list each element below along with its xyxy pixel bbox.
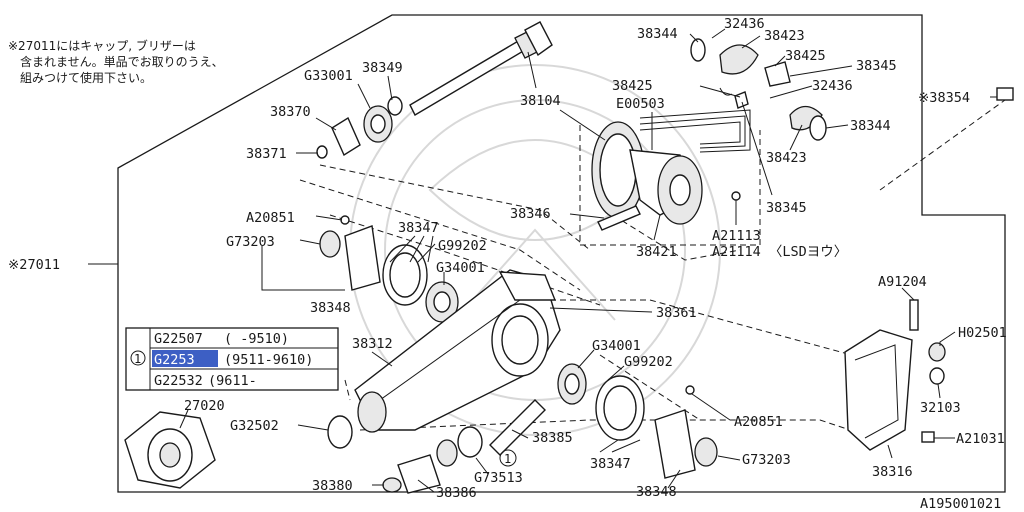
assembly-guides — [299, 99, 1006, 441]
label-38421: 38421 — [636, 244, 677, 260]
label-e00503: E00503 — [616, 96, 665, 112]
label-32436-a: 32436 — [724, 16, 765, 32]
assembly-frame — [117, 14, 1006, 493]
svg-text:※27011にはキャップ, ブリザーは: ※27011にはキャップ, ブリザーは — [8, 38, 196, 53]
diagram-id: A195001021 — [920, 496, 1001, 512]
label-a20851-a: A20851 — [246, 210, 295, 226]
label-27011: ※27011 — [8, 257, 60, 273]
variant-part-3: G22532 — [154, 373, 203, 389]
label-38425-b: 38425 — [612, 78, 653, 94]
label-38347-a: 38347 — [398, 220, 439, 236]
label-38345-b: 38345 — [766, 200, 807, 216]
label-38371: 38371 — [246, 146, 287, 162]
differential-assembly-27020 — [124, 411, 216, 489]
label-38104: 38104 — [520, 93, 561, 109]
variant-range-3: (9611- — [208, 373, 257, 389]
label-38425-a: 38425 — [785, 48, 826, 64]
label-38345-a: 38345 — [856, 58, 897, 74]
variant-part-2[interactable]: G2253 — [154, 352, 195, 368]
label-38370: 38370 — [270, 104, 311, 120]
ref-marker-circle: 1 — [499, 449, 517, 467]
label-38349: 38349 — [362, 60, 403, 76]
variant-range-2: (9511-9610) — [224, 352, 313, 368]
breather — [996, 87, 1014, 101]
variant-marker: 1 — [134, 352, 141, 366]
label-a20851-b: A20851 — [734, 414, 783, 430]
label-38423-b: 38423 — [766, 150, 807, 166]
label-38348-a: 38348 — [310, 300, 351, 316]
drive-pinion-shaft — [409, 21, 553, 116]
label-g73203-b: G73203 — [742, 452, 791, 468]
label-38348-b: 38348 — [636, 484, 677, 500]
label-32103: 32103 — [920, 400, 961, 416]
label-38423-a: 38423 — [764, 28, 805, 44]
label-g34001-b: G34001 — [592, 338, 641, 354]
left-retainer-stack — [319, 215, 459, 323]
svg-text:組みつけて使用下さい。: 組みつけて使用下さい。 — [20, 70, 152, 85]
variant-part-1: G22507 — [154, 331, 203, 347]
label-38346: 38346 — [510, 206, 551, 222]
variant-highlight — [152, 350, 218, 367]
label-h02501: H02501 — [958, 325, 1007, 341]
label-g99202-a: G99202 — [438, 238, 487, 254]
svg-text:1: 1 — [504, 452, 511, 466]
label-38316: 38316 — [872, 464, 913, 480]
label-g32502: G32502 — [230, 418, 279, 434]
label-38385: 38385 — [532, 430, 573, 446]
label-a91204: A91204 — [878, 274, 927, 290]
note: ※27011にはキャップ, ブリザーは 含まれません。単品でお取りのうえ、 組み… — [8, 38, 224, 85]
label-32436-b: 32436 — [812, 78, 853, 94]
label-38312: 38312 — [352, 336, 393, 352]
label-g34001-a: G34001 — [436, 260, 485, 276]
label-g33001: G33001 — [304, 68, 353, 84]
label-g73203-a: G73203 — [226, 234, 275, 250]
label-g99202-b: G99202 — [624, 354, 673, 370]
label-38386: 38386 — [436, 485, 477, 501]
label-38344-a: 38344 — [637, 26, 678, 42]
pinion-bearing-parts — [316, 96, 403, 159]
label-a21114: A21114 〈LSDヨウ〉 — [712, 244, 847, 260]
label-38354: ※38354 — [918, 90, 970, 106]
pinion-guide-lines — [639, 109, 751, 153]
svg-text:含まれません。単品でお取りのうえ、: 含まれません。単品でお取りのうえ、 — [20, 54, 224, 69]
label-38347-b: 38347 — [590, 456, 631, 472]
label-a21113: A21113 — [712, 228, 761, 244]
variant-table: 1 G22507 ( -9510) G2253 (9511-9610) G225… — [125, 327, 339, 391]
label-38344-b: 38344 — [850, 118, 891, 134]
leader-lines — [88, 28, 997, 493]
label-38380: 38380 — [312, 478, 353, 494]
callout-labels: ※27011 ※38354 38344 32436 38423 38425 38… — [8, 16, 1007, 512]
ring-gear-and-case — [591, 121, 741, 225]
right-retainer-stack — [557, 363, 718, 479]
pinion-shaft-pin — [597, 205, 641, 231]
axle-shaft-parts — [327, 399, 546, 494]
label-a21031: A21031 — [956, 431, 1005, 447]
label-27020: 27020 — [184, 398, 225, 414]
label-38361: 38361 — [656, 305, 697, 321]
side-gear-parts — [690, 38, 827, 141]
rear-cover — [844, 299, 946, 451]
differential-carrier — [354, 269, 561, 433]
variant-range-1: ( -9510) — [224, 331, 289, 347]
label-g73513: G73513 — [474, 470, 523, 486]
